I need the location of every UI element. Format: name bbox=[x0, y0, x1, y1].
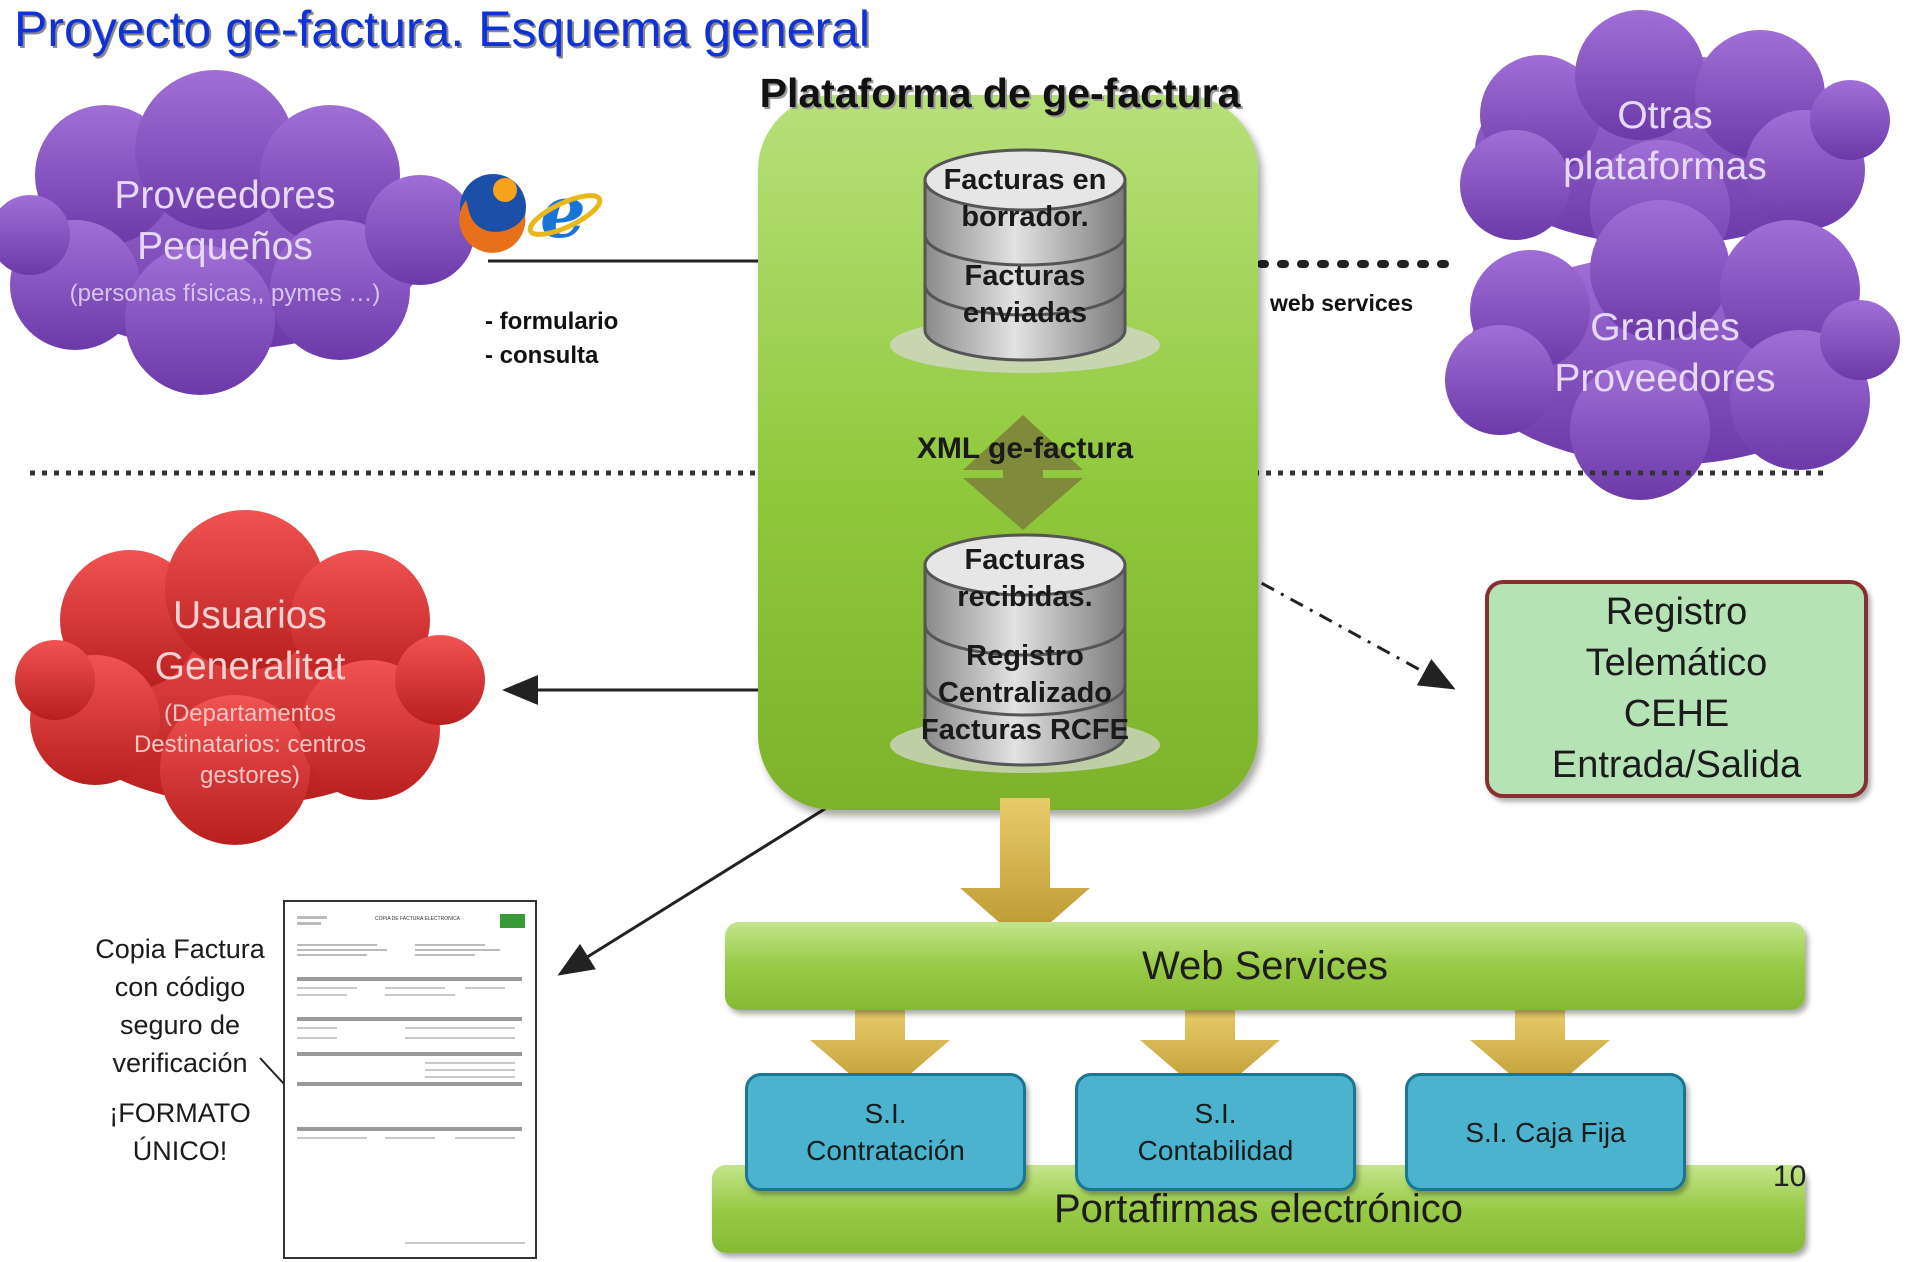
si-contratacion-box: S.I. Contratación bbox=[745, 1073, 1026, 1191]
xml-double-arrow bbox=[963, 415, 1083, 530]
access-labels: - formulario - consulta bbox=[485, 305, 618, 373]
invoice-document-thumbnail: COPIA DE FACTURA ELECTRONICA bbox=[283, 900, 537, 1259]
gold-arrow-platform bbox=[960, 798, 1090, 945]
internet-explorer-icon: e bbox=[527, 169, 603, 254]
registro-line-2: Telemático bbox=[1585, 642, 1768, 684]
si-contabilidad-line-2: Contabilidad bbox=[1137, 1135, 1294, 1166]
db-bottom-label-1: Facturas recibidas. bbox=[957, 544, 1093, 613]
firefox-icon bbox=[459, 174, 526, 253]
db-top-label-2: Facturas enviadas bbox=[962, 260, 1088, 329]
si-caja-fija-box: S.I. Caja Fija bbox=[1405, 1073, 1686, 1191]
usuarios-title: Usuarios Generalitat bbox=[154, 594, 346, 688]
db-bottom-label-2: Registro Centralizado Facturas RCFE bbox=[921, 640, 1129, 746]
xml-label: XML ge-factura bbox=[916, 432, 1134, 465]
si-contratacion-line-2: Contratación bbox=[806, 1135, 965, 1166]
database-top-icon bbox=[890, 148, 1160, 373]
access-formulario: - formulario bbox=[485, 308, 619, 335]
si-contabilidad-line-1: S.I. bbox=[1194, 1098, 1237, 1129]
copia-text: Copia Factura con código seguro de verif… bbox=[70, 930, 290, 1170]
registro-line-4: Entrada/Salida bbox=[1551, 744, 1802, 786]
registro-line-3: CEHE bbox=[1623, 693, 1730, 735]
proveedores-title: Proveedores Pequeños bbox=[114, 174, 336, 268]
cloud-usuarios bbox=[15, 510, 485, 845]
grandes-title: Grandes Proveedores bbox=[1554, 306, 1776, 400]
cloud-proveedores bbox=[0, 70, 475, 395]
proveedores-sub: (personas físicas,, pymes …) bbox=[69, 280, 381, 307]
gold-arrow-caja-fija bbox=[1470, 1010, 1610, 1100]
registro-line-1: Registro bbox=[1605, 591, 1748, 633]
si-contratacion-line-1: S.I. bbox=[864, 1098, 907, 1129]
invoice-document-content: COPIA DE FACTURA ELECTRONICA bbox=[297, 914, 525, 1244]
usuarios-sub: (Departamentos Destinatarios: centros ge… bbox=[133, 700, 367, 789]
database-bottom-icon bbox=[890, 533, 1160, 773]
copia-line-5: ¡FORMATO bbox=[109, 1098, 251, 1128]
grandes-cloud-text: Grandes Proveedores bbox=[1530, 302, 1800, 404]
web-services-label: web services bbox=[1270, 290, 1414, 316]
copia-line-6: ÚNICO! bbox=[132, 1136, 228, 1166]
si-contabilidad-box: S.I. Contabilidad bbox=[1075, 1073, 1356, 1191]
page-number: 10 bbox=[1773, 1160, 1807, 1193]
proveedores-cloud-text: Proveedores Pequeños (personas físicas,,… bbox=[55, 170, 395, 309]
si-caja-fija-line-1: S.I. Caja Fija bbox=[1465, 1116, 1626, 1148]
portafirmas-bar-label: Portafirmas electrónico bbox=[1053, 1186, 1464, 1231]
access-consulta: - consulta bbox=[485, 342, 599, 369]
web-services-bar-label: Web Services bbox=[1141, 943, 1388, 988]
gold-arrow-contratacion bbox=[810, 1010, 950, 1100]
cloud-grandes bbox=[1445, 200, 1900, 500]
copia-line-2: con código bbox=[114, 972, 246, 1002]
registro-box: Registro Telemático CEHE Entrada/Salida bbox=[1485, 580, 1868, 798]
invoice-heading: COPIA DE FACTURA ELECTRONICA bbox=[375, 916, 461, 922]
page-title: Proyecto ge-factura. Esquema general bbox=[14, 1, 871, 57]
web-services-bar: Web Services bbox=[725, 922, 1805, 1010]
platform-title: Plataforma de ge-factura bbox=[759, 70, 1241, 116]
db-top-label-1: Facturas en borrador. bbox=[943, 164, 1107, 233]
usuarios-cloud-text: Usuarios Generalitat (Departamentos Dest… bbox=[95, 590, 405, 791]
otras-title: Otras plataformas bbox=[1563, 94, 1767, 188]
copia-line-4: verificación bbox=[112, 1048, 248, 1078]
cloud-otras bbox=[1460, 10, 1890, 280]
copia-line-3: seguro de bbox=[119, 1010, 241, 1040]
copia-line-1: Copia Factura bbox=[95, 934, 265, 964]
otras-cloud-text: Otras plataformas bbox=[1530, 90, 1800, 192]
gold-arrow-contabilidad bbox=[1140, 1010, 1280, 1100]
